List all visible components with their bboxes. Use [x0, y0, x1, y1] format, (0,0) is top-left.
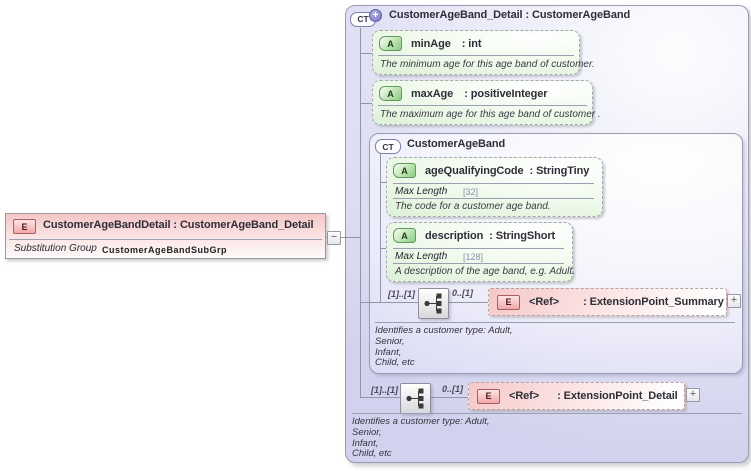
annotation-line: Senior,: [375, 335, 405, 347]
facet-value: [32]: [463, 187, 479, 197]
expand-icon[interactable]: +: [686, 388, 700, 402]
attribute-name: maxAge: [411, 87, 454, 100]
attribute-box-agequalifyingcode[interactable]: A ageQualifyingCode : StringTiny Max Len…: [386, 157, 603, 217]
facet-value: [128]: [463, 252, 484, 262]
element-title: CustomerAgeBandDetail : CustomerAgeBand_…: [43, 219, 314, 231]
annotation-line: Infant,: [375, 346, 402, 358]
cardinality-label: [1]..[1]: [371, 385, 398, 395]
connector-line: [360, 28, 361, 397]
connector-line: [360, 397, 400, 398]
collapse-icon[interactable]: −: [327, 231, 341, 245]
model-group-icon[interactable]: [418, 288, 449, 319]
connector-line: [431, 397, 468, 398]
element-icon: E: [13, 219, 36, 234]
sequence-glyph: [424, 293, 442, 314]
complex-type-title: CustomerAgeBand_Detail : CustomerAgeBand: [389, 9, 631, 21]
attribute-icon: A: [379, 86, 402, 101]
annotation-line: Senior,: [352, 426, 382, 438]
cardinality-label: 0..[1]: [452, 288, 474, 298]
element-box-extensionpoint-detail[interactable]: E <Ref> : ExtensionPoint_Detail: [468, 382, 685, 410]
attribute-box-description[interactable]: A description : StringShort Max Length […: [386, 222, 575, 282]
connector-line: [360, 103, 372, 104]
connector-line: [360, 53, 372, 54]
attribute-name: description: [425, 229, 484, 242]
divider: [393, 263, 564, 264]
attribute-name: ageQualifyingCode: [425, 164, 524, 177]
attribute-doc: The maximum age for this age band of cus…: [380, 109, 601, 120]
model-group-icon[interactable]: [400, 383, 431, 414]
complex-type-icon: CT: [375, 139, 401, 154]
facet-label: Max Length: [395, 251, 448, 262]
divider: [352, 413, 742, 414]
divider: [393, 248, 564, 249]
attribute-doc: A description of the age band, e.g. Adul…: [395, 266, 575, 277]
connector-line: [380, 248, 386, 249]
connector-line: [380, 152, 381, 302]
attribute-type: : positiveInteger: [464, 87, 548, 100]
attribute-doc: The code for a customer age band.: [395, 201, 551, 212]
element-box-customeragebanddetail[interactable]: E CustomerAgeBandDetail : CustomerAgeBan…: [5, 213, 326, 259]
element-type: : ExtensionPoint_Summary: [583, 296, 724, 308]
divider: [393, 198, 594, 199]
connector-line: [447, 302, 488, 303]
attribute-type: : int: [461, 37, 482, 50]
attribute-box-maxage[interactable]: A maxAge : positiveInteger The maximum a…: [372, 80, 601, 125]
annotation-block: Identifies a customer type: Adult, Senio…: [352, 416, 490, 460]
divider: [375, 322, 735, 323]
element-box-extensionpoint-summary[interactable]: E <Ref> : ExtensionPoint_Summary: [488, 288, 727, 316]
complex-type-icon: CT +: [350, 9, 384, 27]
facet-label: Max Length: [395, 186, 448, 197]
complex-type-title: CustomerAgeBand: [407, 138, 506, 150]
element-type: : ExtensionPoint_Detail: [557, 390, 678, 402]
substitution-group-label: Substitution Group: [14, 243, 97, 254]
sequence-glyph: [406, 388, 424, 409]
attribute-doc: The minimum age for this age band of cus…: [380, 59, 595, 70]
element-name: <Ref>: [529, 296, 560, 308]
attribute-type: : StringTiny: [529, 164, 590, 177]
cardinality-label: [1]..[1]: [388, 289, 415, 299]
connector-line: [380, 182, 386, 183]
plus-badge-icon: +: [369, 9, 382, 22]
divider: [378, 55, 574, 56]
attribute-type: : StringShort: [489, 229, 556, 242]
annotation-line: Child, etc: [352, 448, 392, 460]
annotation-line: Identifies a customer type: Adult,: [352, 416, 490, 427]
expand-icon[interactable]: +: [727, 294, 741, 308]
annotation-line: Infant,: [352, 437, 379, 449]
element-icon: E: [477, 388, 500, 404]
divider: [378, 105, 587, 106]
divider: [9, 239, 322, 240]
attribute-icon: A: [393, 163, 416, 178]
element-name: <Ref>: [509, 390, 540, 402]
attribute-box-minage[interactable]: A minAge : int The minimum age for this …: [372, 30, 595, 75]
attribute-icon: A: [379, 36, 402, 51]
annotation-line: Identifies a customer type: Adult,: [375, 325, 513, 336]
connector-line: [340, 237, 360, 238]
attribute-name: minAge: [411, 37, 451, 50]
cardinality-label: 0..[1]: [442, 384, 464, 394]
connector-line: [360, 302, 418, 303]
attribute-icon: A: [393, 228, 416, 243]
divider: [393, 183, 594, 184]
substitution-group-value: CustomerAgeBandSubGrp: [102, 245, 228, 255]
element-icon: E: [497, 294, 520, 310]
annotation-line: Child, etc: [375, 357, 415, 369]
annotation-block: Identifies a customer type: Adult, Senio…: [375, 325, 513, 369]
